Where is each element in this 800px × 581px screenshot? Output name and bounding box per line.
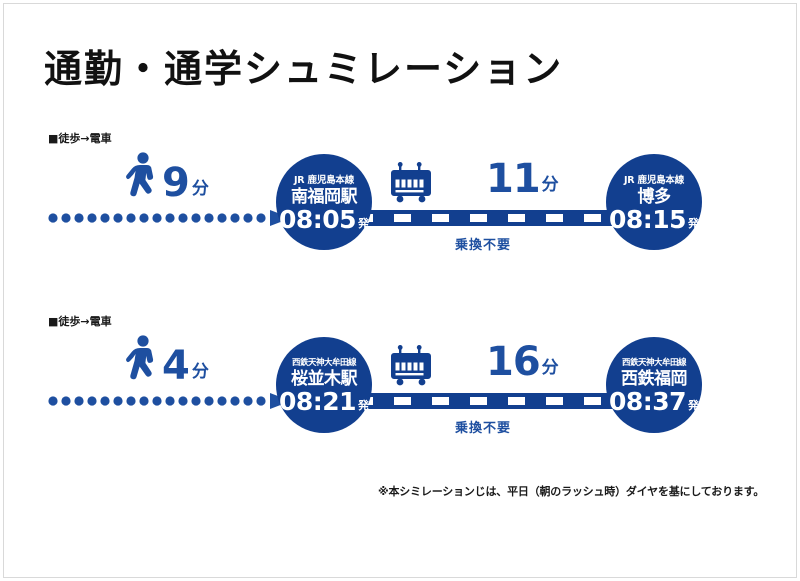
origin-line-name: 西鉄天神大牟田線 — [291, 357, 357, 368]
rail-track-bar — [318, 393, 648, 409]
destination-station-name: 博多 — [637, 186, 672, 207]
route-mode-label: ■徒歩→電車 — [48, 132, 112, 145]
walk-minutes: 4 — [162, 343, 190, 389]
route-row: ■徒歩→電車 4 分 — [0, 313, 800, 463]
rail-track-bar — [318, 210, 648, 226]
train-segment: 16 分 乗換不要 — [318, 337, 648, 457]
train-minutes: 16 — [486, 339, 541, 385]
train-minutes-unit: 分 — [541, 175, 559, 195]
destination-departure-suffix: 発 — [688, 217, 700, 231]
destination-station-name: 西鉄福岡 — [621, 368, 688, 389]
destination-line-name: JR 鹿児島本線 — [623, 174, 685, 186]
walk-minutes-unit: 分 — [191, 179, 209, 199]
walking-person-icon — [126, 152, 154, 197]
footnote-text: ※本シミレーションじは、平日（朝のラッシュ時）ダイヤを基にしております。 — [378, 485, 765, 498]
origin-line-name: JR 鹿児島本線 — [293, 174, 355, 186]
train-minutes-unit: 分 — [541, 358, 559, 378]
walk-segment: 4 分 — [48, 331, 298, 431]
origin-station-name: 桜並木駅 — [291, 368, 358, 389]
rail-ties — [318, 214, 648, 222]
origin-departure-time: 08:21 — [278, 387, 357, 417]
destination-time-group: 08:15 発 — [609, 207, 699, 232]
destination-station-circle[interactable]: JR 鹿児島本線 博多 08:15 発 — [606, 154, 702, 250]
walk-segment: 9 分 — [48, 148, 298, 248]
rail-ties — [318, 397, 648, 405]
destination-time-group: 08:37 発 — [609, 389, 699, 414]
train-minutes: 11 — [486, 156, 541, 202]
walking-person-icon — [126, 335, 154, 380]
origin-time-group: 08:05 発 — [279, 207, 369, 232]
route-mode-label: ■徒歩→電車 — [48, 315, 112, 328]
no-transfer-note: 乗換不要 — [454, 238, 511, 253]
train-duration-group: 11 分 — [486, 156, 559, 202]
destination-departure-time: 08:37 — [608, 387, 687, 417]
train-segment: 11 分 乗換不要 — [318, 154, 648, 274]
train-icon — [391, 162, 431, 203]
destination-departure-time: 08:15 — [608, 205, 687, 235]
page-title: 通勤・通学シュミレーション — [44, 47, 564, 91]
walk-duration-group: 9 分 — [126, 148, 209, 206]
origin-station-circle[interactable]: 西鉄天神大牟田線 桜並木駅 08:21 発 — [276, 337, 372, 433]
walk-duration-group: 4 分 — [126, 331, 209, 389]
walk-dotted-arrow — [48, 210, 291, 226]
destination-departure-suffix: 発 — [688, 399, 700, 413]
walk-dotted-arrow — [48, 393, 291, 409]
origin-time-group: 08:21 発 — [279, 389, 369, 414]
origin-departure-suffix: 発 — [358, 217, 370, 231]
origin-station-circle[interactable]: JR 鹿児島本線 南福岡駅 08:05 発 — [276, 154, 372, 250]
walk-minutes: 9 — [162, 160, 190, 206]
train-icon — [391, 345, 431, 386]
walk-minutes-unit: 分 — [191, 362, 209, 382]
origin-station-name: 南福岡駅 — [291, 186, 358, 207]
destination-station-circle[interactable]: 西鉄天神大牟田線 西鉄福岡 08:37 発 — [606, 337, 702, 433]
route-row: ■徒歩→電車 9 分 — [0, 130, 800, 280]
origin-departure-suffix: 発 — [358, 399, 370, 413]
origin-departure-time: 08:05 — [278, 205, 357, 235]
train-duration-group: 16 分 — [486, 339, 559, 385]
destination-line-name: 西鉄天神大牟田線 — [621, 357, 687, 368]
no-transfer-note: 乗換不要 — [454, 421, 511, 436]
